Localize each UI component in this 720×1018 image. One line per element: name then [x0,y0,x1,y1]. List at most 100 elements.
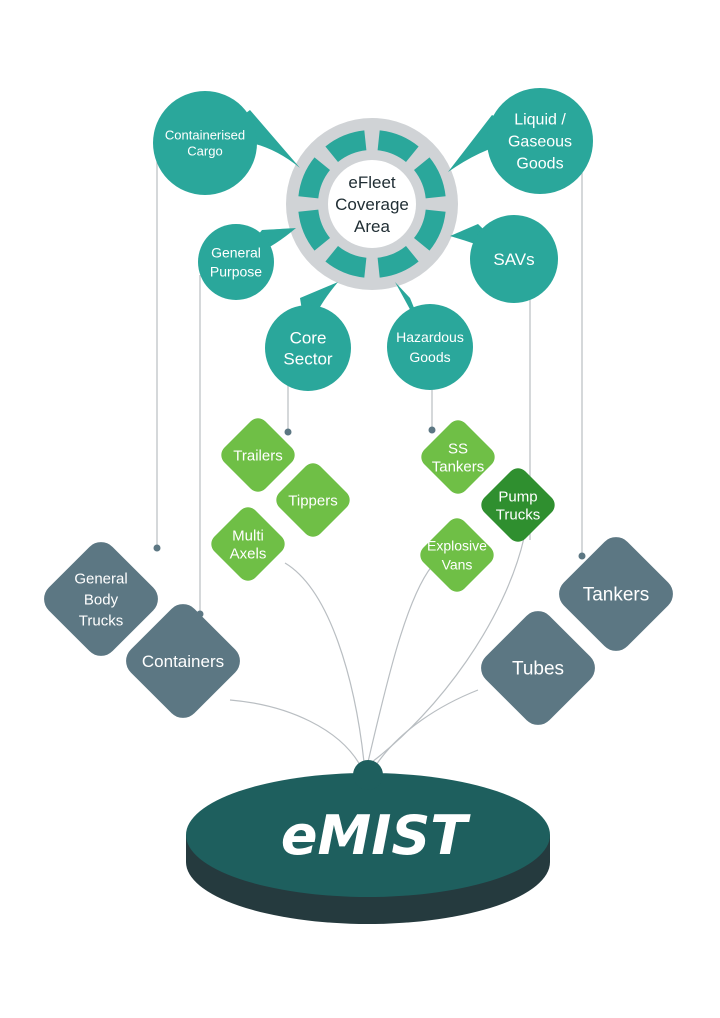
connector-line [375,689,479,766]
sub-type-label: Trailers [233,447,282,464]
vehicle-label-line: Tubes [512,659,564,680]
emist-base-platform: eMIST [186,760,550,924]
vehicle-label-line: Trucks [79,612,123,629]
vehicle-label-line: Body [84,591,119,608]
sub-type-label-line: Vans [442,556,473,572]
sub-type-diamond [221,418,295,492]
hub-segment [414,157,446,199]
category-bubble [470,215,558,303]
hub-segment [377,246,419,278]
category-label-line: Cargo [187,144,222,159]
base-connector-node [353,760,383,790]
hub-label-line: eFleet [348,173,396,192]
vehicle-diamond [559,537,673,651]
vehicle-diamond [481,611,595,725]
sub-type-diamond [276,463,350,537]
vehicle-label-line: General [74,570,127,587]
hub-label-line: Area [354,217,390,236]
sub-type-label-line: Trailers [233,447,282,464]
hub-segment [298,209,330,251]
category-bubble [387,304,473,390]
sub-type-diamond [420,518,494,592]
category-label-line: SAVs [493,250,534,269]
sub-type-label-line: Axels [230,545,267,562]
hub-segment [414,209,446,251]
sub-type-label-line: Tippers [288,492,337,509]
hub-segment [377,130,419,162]
connector-line [284,562,365,763]
vehicle-diamond [44,542,158,656]
vehicle-tubes: Tubes [481,611,595,725]
vehicle-label: Tankers [583,585,650,606]
base-top [186,773,550,897]
emist-logo: eMIST [281,804,471,867]
sub-type-label-line: Multi [232,527,264,544]
category-label: SAVs [493,250,534,269]
category-bubble [198,224,274,300]
category-bubble [153,91,257,195]
connector-dot [284,428,292,436]
sub-type-label-line: Explosive [427,537,487,553]
category-label-line: Gaseous [508,134,572,151]
category-label-line: Containerised [165,128,245,143]
sub-type-diamond [211,507,285,581]
vehicle-label-line: Containers [142,652,224,671]
sub-type-tippers: Tippers [276,463,350,537]
vehicle-label: Tubes [512,659,564,680]
vehicle-label: Containers [142,652,224,671]
hub-spokes [298,130,446,278]
sub-type-trailers: Trailers [221,418,295,492]
vehicle-diamond [126,604,240,718]
category-label-line: Core [290,328,327,347]
category-label-line: General [211,244,261,260]
hub-segment [325,130,367,162]
hub-segment [298,157,330,199]
category-label-line: Goods [409,349,450,365]
connector-dot [428,426,436,434]
sub-type-label-line: Trucks [496,506,540,523]
category-label-line: Goods [516,156,563,173]
sub-type-label-line: Tankers [432,458,485,475]
sub-type-label-line: Pump [498,488,537,505]
vehicle-label-line: Tankers [583,585,650,606]
vehicle-containers: Containers [126,604,240,718]
connector-line [367,565,433,763]
category-label-line: Liquid / [514,112,566,129]
connector-dot [153,544,161,552]
category-bubble [265,305,351,391]
category-label-line: Sector [283,349,332,368]
category-bubble [487,88,593,194]
sub-type-diamond [421,420,495,494]
connector-line [229,699,361,766]
connector-dot [578,552,586,560]
category-label-line: Hazardous [396,329,464,345]
vehicle-tankers: Tankers [559,537,673,651]
hub-label-line: Coverage [335,195,409,214]
sub-type-label: Tippers [288,492,337,509]
sub-type-diamond [481,468,555,542]
sub-type-label-line: SS [448,440,468,457]
